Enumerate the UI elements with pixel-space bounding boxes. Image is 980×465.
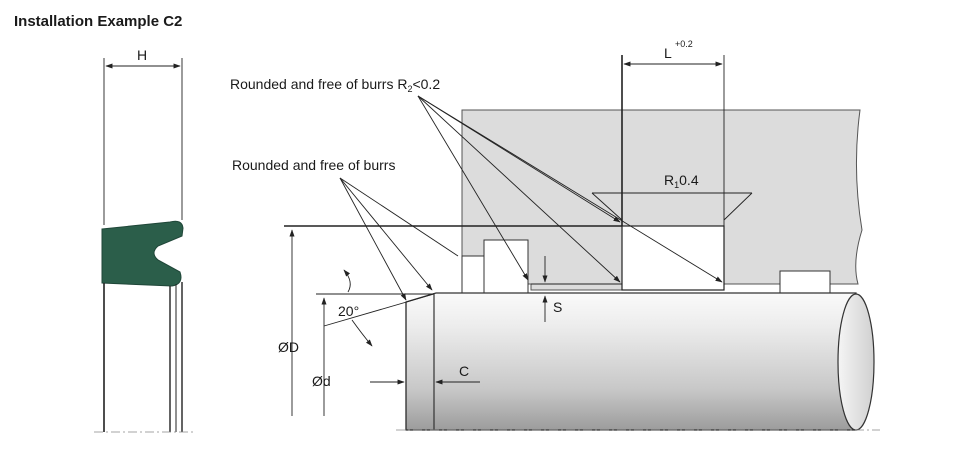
l-tolerance: +0.2 <box>675 39 693 49</box>
s-label: S <box>553 299 562 315</box>
seal-groove <box>621 225 725 291</box>
od-label: ØD <box>278 339 299 355</box>
c-label: C <box>459 363 469 379</box>
rounded-r2-label: Rounded and free of burrs R2<0.2 <box>230 76 440 94</box>
h-label: H <box>137 47 147 63</box>
seal-profile <box>101 220 184 287</box>
housing <box>461 109 863 295</box>
shaft: C <box>370 292 880 431</box>
diagram-title: Installation Example C2 <box>14 13 182 30</box>
guide-ring <box>779 270 831 294</box>
shaft-end <box>837 293 875 431</box>
id-label: Ød <box>312 373 331 389</box>
seal-cross-section: H <box>94 47 194 433</box>
rounded-label: Rounded and free of burrs <box>232 157 395 173</box>
l-label: L <box>664 45 672 61</box>
r1-label: R10.4 <box>664 172 699 190</box>
angle-label: 20° <box>338 303 359 319</box>
